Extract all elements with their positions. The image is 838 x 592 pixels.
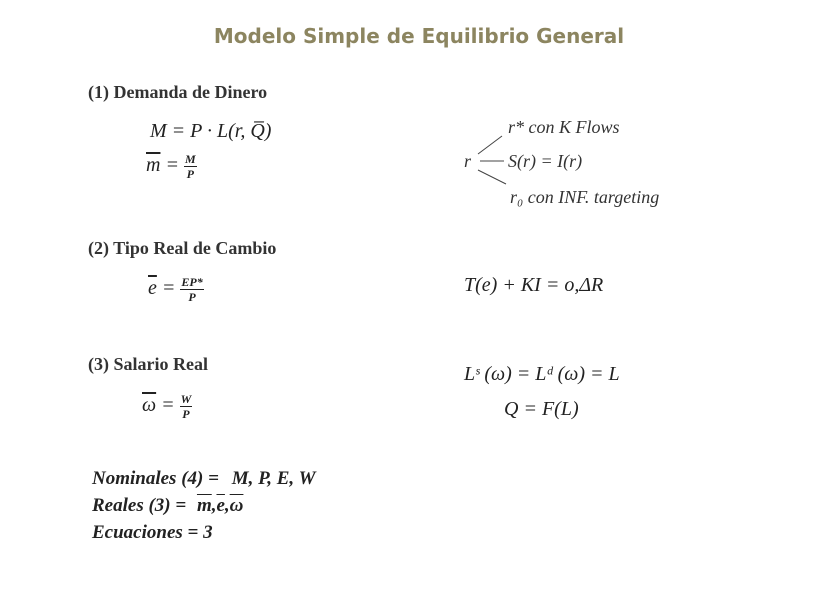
inflation-targeting: r₀ con INF. targeting [510, 187, 660, 207]
labor-market-equation: Lˢ (ω) = Lᵈ (ω) = L [464, 363, 620, 385]
summary-reales: Reales (3) = m,e,ω [92, 495, 243, 517]
interest-rate-branches [477, 135, 507, 185]
fraction-denominator: P [188, 290, 196, 304]
nominales-label: Nominales (4) = [92, 468, 219, 489]
equation-money-demand: M = P · L(r, Q̅) [150, 120, 272, 142]
reales-label: Reales (3) = [92, 495, 187, 516]
summary-nominales: Nominales (4) = M, P, E, W [92, 468, 315, 490]
real-money-symbol: m [146, 154, 161, 177]
reales-m: m [196, 495, 212, 516]
summary-ecuaciones: Ecuaciones = 3 [92, 522, 213, 543]
reales-e: e [216, 495, 225, 516]
interest-rate-label: r [464, 151, 472, 171]
equation-real-wage: ω = W P [142, 392, 193, 421]
fraction-denominator: P [186, 167, 194, 181]
real-exchange-symbol: e [148, 277, 157, 300]
savings-investment-equation: S(r) = I(r) [508, 151, 583, 171]
branch-down [477, 169, 507, 185]
page-title: Modelo Simple de Equilibrio General [213, 24, 625, 48]
equation-real-exchange: e = EP* P [148, 275, 204, 304]
equation-real-money: m = M P [146, 152, 197, 181]
production-function: Q = F(L) [504, 398, 579, 420]
reales-values: m,e,ω [196, 495, 244, 516]
fraction-numerator: EP* [180, 275, 204, 290]
fraction-numerator: M [183, 152, 197, 167]
branch-up [477, 135, 503, 155]
fraction-w-over-p: W P [179, 392, 193, 421]
real-wage-symbol: ω [142, 394, 157, 417]
nominales-value: M, P, E, W [231, 468, 316, 489]
interest-rate-k-flows: r* con K Flows [508, 117, 620, 137]
fraction-numerator: W [179, 392, 193, 407]
balance-equation: T(e) + KI = o,ΔR [464, 274, 604, 296]
fraction-ep-over-p: EP* P [180, 275, 204, 304]
fraction-m-over-p: M P [183, 152, 197, 181]
section-heading-salario: (3) Salario Real [88, 354, 208, 374]
section-heading-cambio: (2) Tipo Real de Cambio [88, 238, 277, 258]
reales-omega: ω [229, 495, 244, 516]
section-heading-dinero: (1) Demanda de Dinero [88, 82, 268, 102]
fraction-denominator: P [182, 407, 190, 421]
